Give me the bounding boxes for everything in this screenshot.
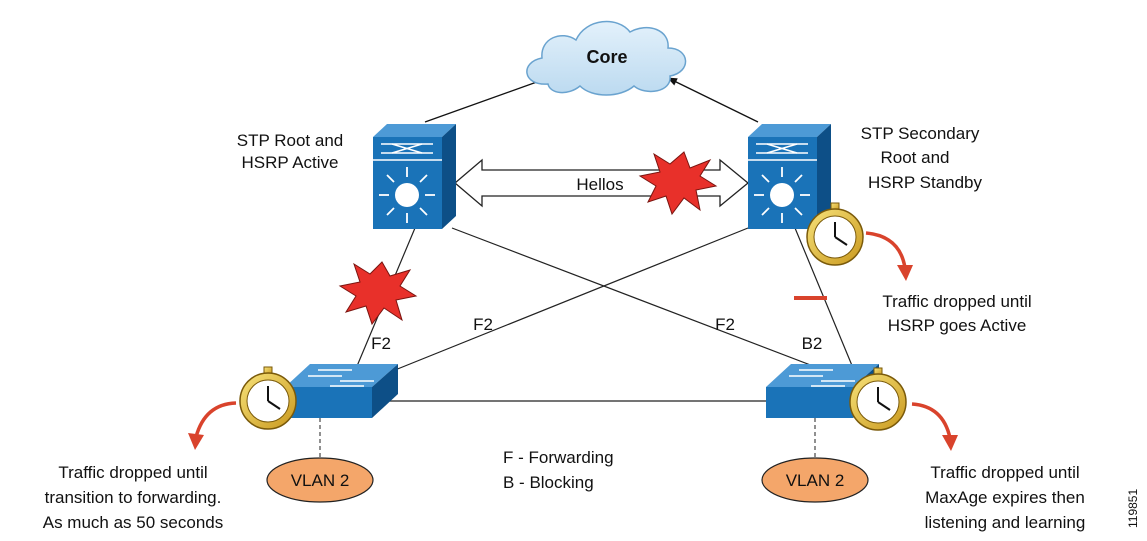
- red-curved-arrows: [194, 231, 952, 439]
- red-arrowheads: [188, 265, 958, 451]
- right-delay-arrow: [911, 402, 952, 439]
- stopwatch-icon: [849, 367, 907, 431]
- right-distribution-switch[interactable]: [748, 124, 831, 229]
- figure-id: 119851: [1126, 489, 1140, 528]
- f2-right-cross-label: F2: [715, 315, 735, 334]
- link-left-dist-to-right-access: [451, 227, 856, 383]
- core-label: Core: [586, 47, 627, 67]
- failure-burst-icon: [338, 261, 418, 326]
- multilayer-switch-icon: [373, 124, 456, 229]
- uplink-right-to-core: [667, 77, 759, 123]
- left-note-line-1: Traffic dropped until: [58, 463, 207, 482]
- core-cloud: Core: [526, 20, 687, 96]
- f2-left-uplink-label: F2: [371, 334, 391, 353]
- failure-burst-icon: [638, 151, 718, 216]
- hsrp-note-line-1: Traffic dropped until: [882, 292, 1031, 311]
- legend-forwarding: F - Forwarding: [503, 448, 614, 467]
- right-note-line-3: listening and learning: [925, 513, 1086, 532]
- hsrp-note-line-2: HSRP goes Active: [888, 316, 1027, 335]
- right-switch-label-3: HSRP Standby: [868, 173, 983, 192]
- left-note-line-2: transition to forwarding.: [45, 488, 222, 507]
- link-lines: [319, 227, 859, 458]
- left-switch-label-2: HSRP Active: [241, 153, 338, 172]
- link-right-dist-to-left-access: [394, 227, 749, 371]
- stopwatch-icon: [806, 202, 864, 266]
- vlan-left: VLAN 2: [266, 457, 374, 503]
- multilayer-switch-icon: [748, 124, 831, 229]
- right-switch-label-2: Root and: [881, 148, 950, 167]
- uplink-left-to-core: [424, 77, 549, 123]
- stopwatch-icon: [239, 366, 297, 430]
- left-distribution-switch[interactable]: [373, 124, 456, 229]
- cloud-icon: [526, 20, 687, 96]
- left-note-line-3: As much as 50 seconds: [43, 513, 223, 532]
- left-switch-label-1: STP Root and: [237, 131, 343, 150]
- b2-right-uplink-label: B2: [802, 334, 823, 353]
- workgroup-switch-icon: [285, 364, 398, 418]
- traffic-blocked-bar: [794, 296, 827, 300]
- hellos-label: Hellos: [576, 175, 623, 194]
- f2-left-cross-label: F2: [473, 315, 493, 334]
- vlan-right-label: VLAN 2: [786, 471, 845, 490]
- right-note-line-2: MaxAge expires then: [925, 488, 1085, 507]
- vlan-left-label: VLAN 2: [291, 471, 350, 490]
- link-right-dist-to-right-access: [794, 227, 859, 381]
- right-note-line-1: Traffic dropped until: [930, 463, 1079, 482]
- left-access-switch[interactable]: [285, 364, 398, 418]
- hsrp-delay-arrow: [865, 231, 907, 269]
- legend-blocking: B - Blocking: [503, 473, 594, 492]
- right-switch-label-1: STP Secondary: [861, 124, 980, 143]
- left-delay-arrow: [194, 401, 237, 438]
- vlan-right: VLAN 2: [761, 457, 869, 503]
